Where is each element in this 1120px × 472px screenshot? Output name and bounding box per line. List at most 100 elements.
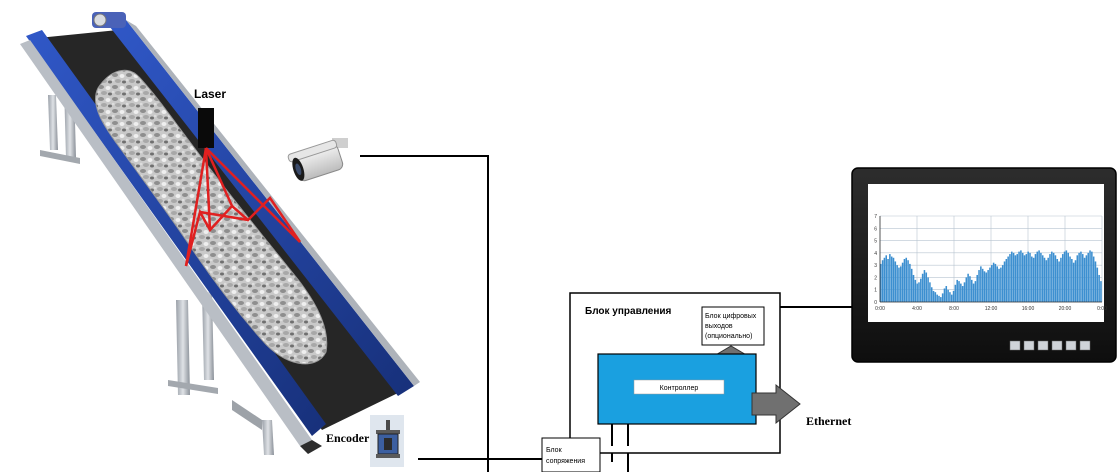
chart-bar	[931, 287, 933, 302]
chart-bar	[1087, 253, 1089, 302]
conveyor	[20, 12, 420, 455]
chart-x-tick-label: 16:00	[1022, 306, 1035, 312]
monitor-button-6[interactable]	[1080, 341, 1090, 350]
chart-bar	[900, 266, 902, 302]
monitor-button-5[interactable]	[1066, 341, 1076, 350]
chart-bar	[973, 284, 975, 302]
chart-bar	[1033, 258, 1035, 302]
chart-bar	[1086, 255, 1088, 302]
chart-bar	[1062, 254, 1064, 302]
chart-bar	[942, 293, 944, 302]
chart-bar	[1007, 257, 1009, 302]
interface-unit-label-1: Блок	[546, 447, 563, 454]
chart-bar	[882, 260, 884, 302]
chart-bar	[993, 263, 995, 302]
digital-outputs-label-2: выходов	[705, 323, 733, 330]
chart-bar	[907, 260, 909, 302]
chart-bar	[967, 274, 969, 302]
chart-bar	[1027, 252, 1029, 302]
chart-bar	[946, 286, 948, 302]
chart-bar	[1089, 250, 1091, 302]
chart-x-tick-label: 0:00	[1097, 306, 1107, 312]
chart-bar	[918, 282, 920, 302]
chart-bar	[1060, 258, 1062, 302]
chart-bar	[913, 275, 915, 302]
chart-bar	[969, 276, 971, 302]
chart-bar	[1040, 253, 1042, 302]
camera-icon	[287, 138, 348, 183]
encoder-label: Encoder	[326, 431, 370, 445]
chart-bar	[1069, 257, 1071, 302]
chart-bar	[987, 270, 989, 302]
chart-bar	[1058, 261, 1060, 302]
chart-bar	[1011, 252, 1013, 302]
chart-bar	[936, 295, 938, 302]
encoder: Encoder	[326, 415, 404, 467]
controller-label: Контроллер	[660, 385, 699, 392]
chart-bar	[1002, 265, 1004, 302]
chart-bar	[1038, 250, 1040, 302]
chart-bar	[1047, 258, 1049, 302]
chart-bar	[920, 279, 922, 302]
chart-bar	[1093, 257, 1095, 302]
chart-bar	[960, 284, 962, 302]
monitor-button-2[interactable]	[1024, 341, 1034, 350]
monitor-button-4[interactable]	[1052, 341, 1062, 350]
chart-bar	[962, 286, 964, 302]
chart-bar	[975, 281, 977, 302]
chart-bar	[1004, 261, 1006, 302]
chart-x-tick-label: 4:00	[912, 306, 922, 312]
chart-bar	[1013, 253, 1015, 302]
chart-x-tick-label: 8:00	[949, 306, 959, 312]
chart-bar	[896, 265, 898, 302]
chart-bar	[956, 280, 958, 302]
control-unit: Блок управления Блок цифровых выходов (о…	[570, 293, 851, 453]
chart-bar	[989, 268, 991, 302]
chart-bar	[1042, 255, 1044, 302]
chart-bar	[991, 265, 993, 302]
chart-bar	[949, 292, 951, 302]
chart-bar	[1031, 257, 1033, 302]
chart-bar	[1073, 263, 1075, 302]
chart-bar	[889, 254, 891, 302]
chart-bar	[1009, 254, 1011, 302]
chart-bar	[911, 269, 913, 302]
chart-y-tick-label: 4	[874, 251, 877, 257]
chart-bar	[1006, 259, 1008, 302]
chart-bar	[904, 259, 906, 302]
chart-bar	[1029, 253, 1031, 302]
chart-bar	[1024, 255, 1026, 302]
chart-bar	[927, 277, 929, 302]
control-unit-label: Блок управления	[585, 306, 672, 317]
chart-bar	[1097, 268, 1099, 302]
chart-bar	[1078, 253, 1080, 302]
laser-body	[198, 108, 214, 148]
chart-bar	[933, 291, 935, 302]
interface-unit: Блок сопряжения	[542, 438, 600, 472]
chart-bar	[935, 292, 937, 302]
chart-bar	[995, 264, 997, 302]
chart-bar	[1016, 254, 1018, 302]
chart-bar	[996, 266, 998, 302]
chart-bar	[1098, 275, 1100, 302]
chart-bar	[1071, 259, 1073, 302]
chart-bar	[1075, 260, 1077, 302]
chart-bar	[1095, 261, 1097, 302]
monitor-button-3[interactable]	[1038, 341, 1048, 350]
chart-bar	[980, 266, 982, 302]
interface-unit-label-2: сопряжения	[546, 458, 585, 465]
chart-bar	[986, 273, 988, 302]
chart-bar	[902, 263, 904, 302]
chart-bar	[1018, 252, 1020, 302]
chart-bar	[1051, 252, 1053, 302]
chart-bar	[938, 296, 940, 302]
laser-label: Laser	[194, 87, 226, 101]
chart-bar	[1100, 281, 1102, 302]
chart-bar	[1055, 255, 1057, 302]
chart-y-tick-label: 7	[874, 214, 877, 220]
chart-bar	[884, 258, 886, 302]
monitor-button-1[interactable]	[1010, 341, 1020, 350]
chart-bar	[1053, 253, 1055, 302]
chart-y-tick-label: 3	[874, 263, 877, 269]
